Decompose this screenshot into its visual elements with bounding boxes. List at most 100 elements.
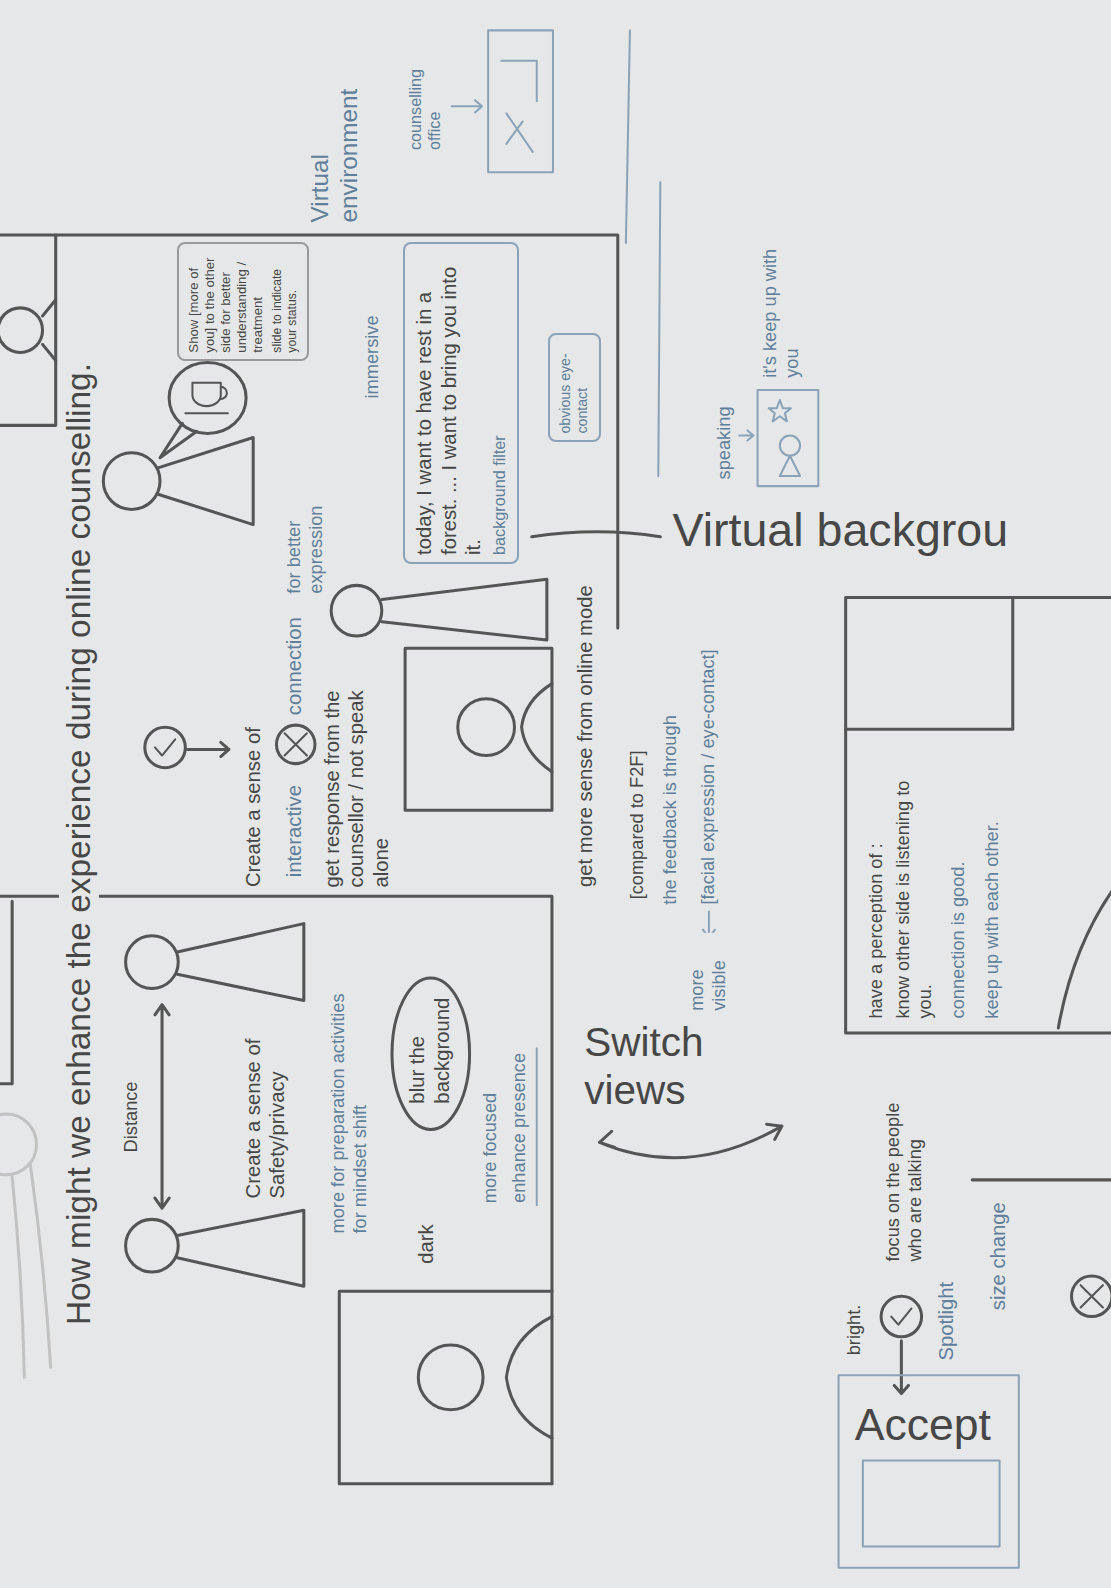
video-frame bbox=[846, 598, 1111, 1033]
note-text: Create a sense of Safety/privacy bbox=[241, 1014, 290, 1200]
note-text: size change bbox=[985, 1200, 1009, 1312]
cross-symbol bbox=[1071, 1276, 1111, 1317]
note-text: speaking bbox=[713, 404, 735, 481]
dialog-sketch bbox=[839, 1375, 1019, 1567]
note-text: dark bbox=[413, 1223, 437, 1266]
office-scribble bbox=[501, 61, 536, 152]
note-text: Accept bbox=[853, 1398, 993, 1451]
cross-symbol bbox=[276, 725, 314, 763]
arrow bbox=[452, 100, 482, 112]
person-shoulders bbox=[522, 684, 552, 772]
underline bbox=[536, 1048, 538, 1205]
dialog-sketch bbox=[863, 1460, 1000, 1546]
note-text: enhance presence bbox=[509, 1051, 531, 1205]
title-text: How might we enhance the experience duri… bbox=[59, 361, 99, 1327]
person-outline bbox=[1058, 881, 1111, 1028]
oval-outline bbox=[390, 976, 472, 1131]
faded-person-body bbox=[12, 1165, 50, 1378]
oval-outline bbox=[392, 978, 470, 1129]
switch-arrow bbox=[600, 1124, 782, 1158]
note-text: it's keep up with you bbox=[760, 224, 804, 380]
text-group: blur the background bbox=[406, 1003, 455, 1104]
arrow bbox=[739, 430, 753, 440]
note-box: Show [more of you] to the other side for… bbox=[177, 242, 309, 361]
note-text: Virtual environment bbox=[305, 18, 363, 225]
person-head bbox=[780, 435, 800, 455]
box-text: slide to indicate your status. bbox=[270, 251, 300, 352]
note-text: more visible bbox=[687, 933, 731, 1013]
note-text: bright. bbox=[845, 1302, 867, 1357]
distance-arrow bbox=[155, 1005, 169, 1209]
text-group: today, I want to have rest in a forest. … bbox=[412, 251, 510, 555]
note-text: interactive bbox=[282, 783, 306, 879]
oval-note: blur the background bbox=[390, 976, 472, 1131]
box-text: blur the background bbox=[406, 1003, 455, 1104]
note-text: keep up with each other. bbox=[981, 819, 1003, 1021]
box-text: background filter bbox=[490, 251, 510, 555]
check-mark bbox=[155, 739, 175, 755]
cross-mark bbox=[285, 733, 307, 755]
person-head bbox=[126, 936, 179, 989]
office-sketch bbox=[488, 30, 553, 172]
note-text: Spotlight bbox=[935, 1279, 959, 1362]
check-symbol bbox=[145, 727, 186, 768]
note-text: Virtual backgrou bbox=[670, 503, 1010, 559]
note-text: [facial expression / eye-contact] bbox=[698, 647, 720, 906]
text-group: Show [more of you] to the other side for… bbox=[186, 251, 300, 352]
speech-bubble bbox=[169, 363, 246, 434]
text-group: obvious eye-contact bbox=[557, 342, 592, 433]
note-text: get more sense from online mode bbox=[573, 584, 597, 890]
person-head bbox=[458, 699, 515, 756]
note-text: connection is good. bbox=[947, 860, 969, 1021]
person-body bbox=[177, 1210, 304, 1286]
sketch-line bbox=[626, 30, 630, 243]
note-box: today, I want to have rest in a forest. … bbox=[403, 242, 519, 564]
person-body bbox=[382, 579, 547, 640]
arrow bbox=[894, 1341, 908, 1394]
note-text: more focused bbox=[480, 1091, 502, 1205]
person-shoulders bbox=[506, 1317, 552, 1439]
arrow bbox=[187, 742, 229, 756]
person-head bbox=[0, 308, 43, 353]
remote-video-tile bbox=[0, 235, 56, 425]
speech-bubble-tail bbox=[160, 423, 196, 457]
note-text: for better expression bbox=[284, 470, 328, 596]
cross-mark bbox=[1081, 1285, 1103, 1307]
person-head bbox=[418, 1345, 483, 1410]
note-text: have a perception of : bbox=[865, 842, 887, 1021]
person-head bbox=[126, 1219, 179, 1272]
self-video-tile bbox=[846, 598, 1013, 730]
toolbar-line bbox=[972, 1178, 1111, 1181]
note-text: focus on the people who are talking bbox=[883, 1063, 927, 1264]
box-text: Show [more of you] to the other side for… bbox=[186, 251, 266, 352]
box-text: today, I want to have rest in a forest. … bbox=[412, 251, 486, 555]
check-symbol bbox=[881, 1296, 922, 1337]
cup-icon bbox=[185, 383, 228, 413]
check-mark bbox=[891, 1308, 911, 1324]
note-text: Switch views bbox=[582, 1018, 768, 1115]
note-text: connection bbox=[282, 615, 306, 717]
note-text: Create a sense of bbox=[241, 725, 265, 889]
person-body bbox=[177, 924, 304, 1001]
person-body bbox=[780, 456, 800, 476]
note-text: counselling office bbox=[406, 57, 445, 152]
leader-line bbox=[532, 532, 661, 537]
note-text: know other side is listening to you. bbox=[893, 744, 937, 1021]
box-text: obvious eye-contact bbox=[557, 342, 592, 433]
note-text: the feedback is through bbox=[660, 713, 682, 906]
sketch-line bbox=[658, 182, 660, 476]
self-video-tile bbox=[339, 1291, 552, 1483]
note-text: [compared to F2F] bbox=[627, 748, 649, 901]
star-icon bbox=[769, 400, 791, 421]
person-head bbox=[103, 453, 160, 510]
note-text: immersive bbox=[362, 313, 384, 400]
note-text: more for preparation activities for mind… bbox=[328, 978, 372, 1235]
note-text: Distance bbox=[121, 1080, 143, 1155]
self-video-tile bbox=[405, 648, 552, 810]
person-head bbox=[331, 585, 382, 636]
note-box: obvious eye-contact bbox=[548, 333, 601, 442]
person-body bbox=[43, 300, 56, 361]
speaking-tile bbox=[758, 390, 819, 486]
remote-video-tile bbox=[0, 901, 12, 1083]
note-text: get response from the counsellor / not s… bbox=[320, 647, 393, 889]
